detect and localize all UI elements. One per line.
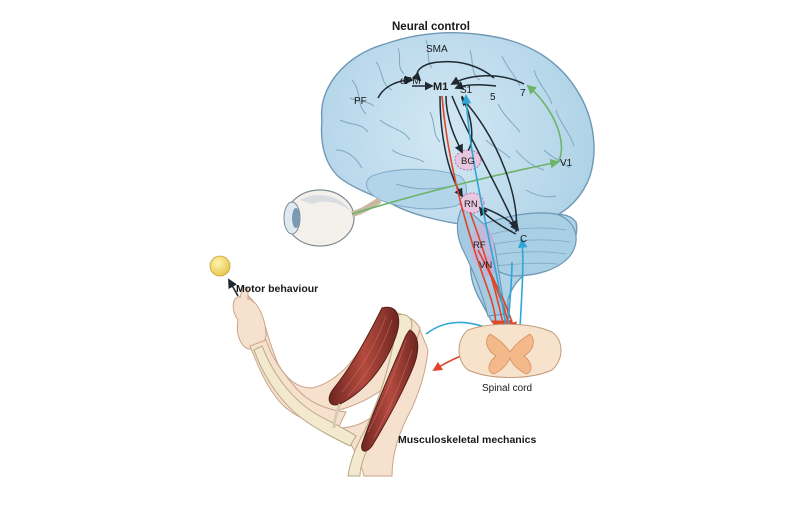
eye-iris [292, 208, 300, 228]
label-pf: PF [354, 96, 367, 107]
label-c: C [520, 234, 527, 245]
spinal-cord-label: Spinal cord [482, 383, 532, 394]
label-sma: SMA [426, 44, 448, 55]
target-sun [209, 255, 231, 277]
label-vn: VN [479, 260, 492, 271]
brain [320, 32, 595, 323]
label-rn: RN [464, 199, 478, 210]
label-v1: V1 [560, 158, 573, 169]
index-finger [239, 286, 249, 300]
label-m1: M1 [433, 81, 448, 93]
forearm [249, 339, 347, 429]
visual-pathway [351, 84, 563, 215]
target-arrow [228, 278, 239, 297]
motor-behaviour-label: Motor behaviour [236, 283, 318, 295]
neural-control-title: Neural control [392, 21, 470, 33]
label-s1: S1 [460, 85, 473, 96]
temporal-lobe [366, 168, 467, 210]
label-dpm: dPM [400, 76, 421, 87]
radius-ulna [253, 345, 357, 447]
eye [283, 189, 382, 247]
spinal-grey-matter [486, 333, 534, 375]
muscle-striations [341, 315, 413, 439]
spinal-cord-outline [458, 323, 562, 378]
spinal-cord [458, 323, 562, 378]
eye-sclera-shade [300, 195, 352, 214]
arm [232, 286, 429, 477]
musculoskeletal-label: Musculoskeletal mechanics [398, 434, 536, 446]
label-area5: 5 [490, 92, 496, 103]
humerus [347, 313, 413, 477]
label-rf: RF [473, 240, 486, 251]
triceps-muscle [361, 329, 419, 452]
label-bg: BG [461, 156, 475, 167]
label-area7: 7 [520, 88, 526, 99]
target [209, 255, 239, 297]
rn-nucleus [459, 192, 485, 214]
tendon [332, 403, 342, 429]
brain-sulci [335, 39, 575, 198]
